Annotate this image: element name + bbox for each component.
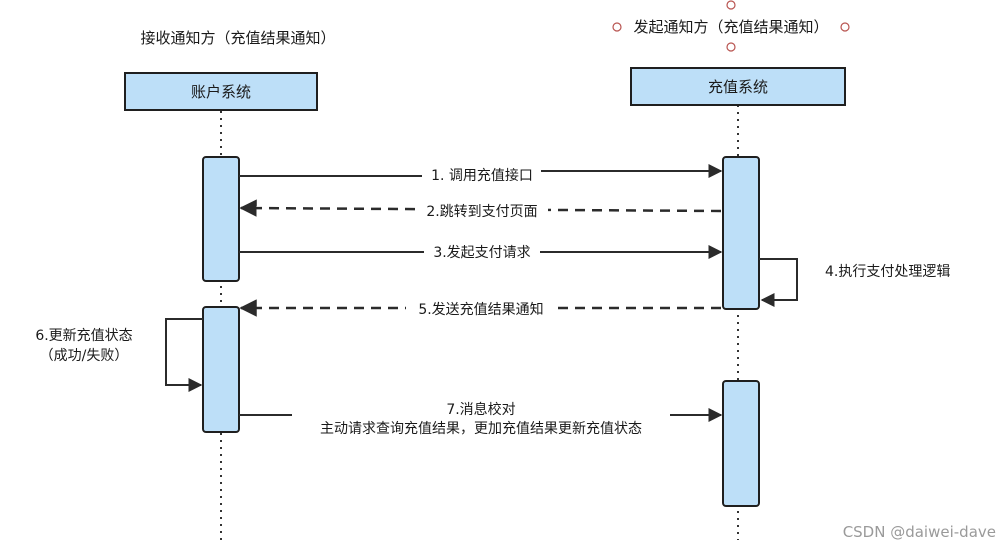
account-activation-2[interactable] <box>202 306 240 433</box>
message-3-label: 3.发起支付请求 <box>433 245 530 261</box>
selection-handles[interactable] <box>612 0 850 52</box>
message-7-label-line2: 主动请求查询充值结果，更加充值结果更新充值状态 <box>320 421 642 437</box>
receiver-role-label: 接收通知方（充值结果通知） <box>140 29 335 47</box>
message-4-arrow[interactable] <box>759 258 798 307</box>
selection-handle-top[interactable] <box>726 0 736 10</box>
message-4-label: 4.执行支付处理逻辑 <box>825 264 950 280</box>
message-6-label-line1: 6.更新充值状态 <box>35 328 132 344</box>
message-6-label-line2: （成功/失败） <box>40 348 129 364</box>
message-2-label-bg <box>416 202 548 220</box>
initiator-role-label: 发起通知方（充值结果通知） <box>633 18 828 36</box>
message-5-label-bg <box>406 299 554 317</box>
recharge-participant-label: 充值系统 <box>708 78 768 96</box>
account-activation-1[interactable] <box>202 156 240 282</box>
recharge-participant[interactable]: 充值系统 <box>630 67 846 106</box>
watermark-text: CSDN @daiwei-dave <box>843 523 996 541</box>
selection-handle-right[interactable] <box>840 22 850 32</box>
message-7-label-line1: 7.消息校对 <box>446 401 515 418</box>
message-6-arrow[interactable] <box>165 318 203 392</box>
selection-handle-bottom[interactable] <box>726 42 736 52</box>
account-participant[interactable]: 账户系统 <box>124 72 318 111</box>
message-2-label: 2.跳转到支付页面 <box>426 204 537 220</box>
recharge-activation-2[interactable] <box>722 380 760 507</box>
message-3-label-bg <box>424 243 540 261</box>
account-participant-label: 账户系统 <box>191 83 251 101</box>
message-1-label: 1. 调用充值接口 <box>431 167 533 184</box>
message-5-label: 5.发送充值结果通知 <box>418 301 543 318</box>
recharge-activation-1[interactable] <box>722 156 760 310</box>
selection-handle-left[interactable] <box>612 22 622 32</box>
